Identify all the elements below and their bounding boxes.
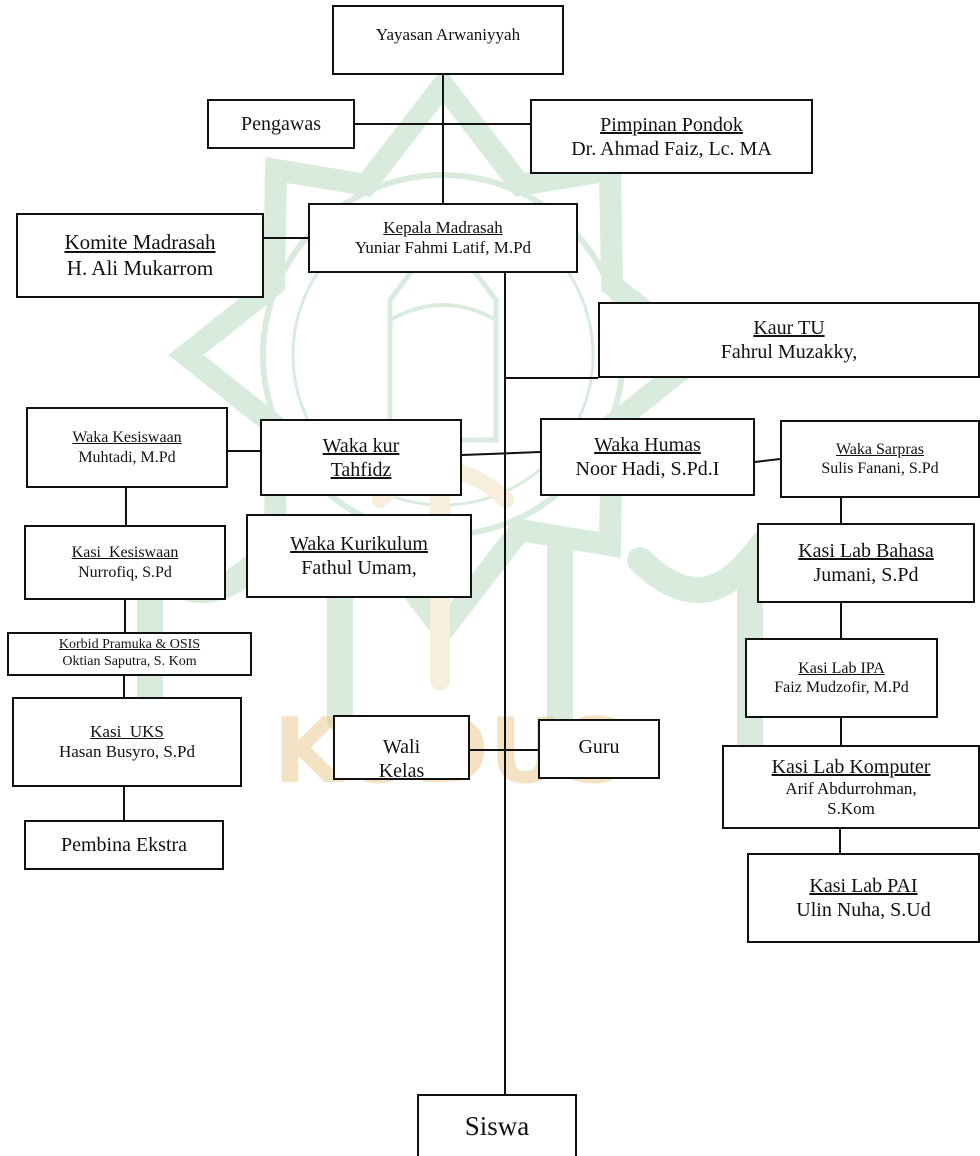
kasi-kesiswaan-name: Nurrofiq, S.Pd [78, 563, 172, 581]
kasi-lab-ipa-title: Kasi Lab IPA [798, 659, 885, 677]
box-siswa: Siswa [417, 1094, 577, 1156]
box-kasi-lab-ipa: Kasi Lab IPA Faiz Mudzofir, M.Pd [745, 638, 938, 718]
box-waka-sarpras: Waka Sarpras Sulis Fanani, S.Pd [780, 420, 980, 498]
pembina-ekstra-title: Pembina Ekstra [60, 834, 188, 856]
kasi-uks-name: Hasan Busyro, S.Pd [58, 742, 195, 761]
kepala-name: Yuniar Fahmi Latif, M.Pd [354, 238, 532, 257]
box-kasi-kesiswaan: Kasi Kesiswaan Nurrofiq, S.Pd [24, 525, 226, 600]
kepala-title: Kepala Madrasah [383, 217, 503, 237]
kasi-lab-komputer-name-cut: S.Kom [827, 799, 875, 819]
guru-title: Guru [578, 736, 620, 758]
kaur-tu-name: Fahrul Muzakky, [720, 341, 858, 363]
box-waka-kur-tahfidz: Waka kur Tahfidz [260, 419, 462, 496]
korbid-title: Korbid Pramuka & OSIS [58, 637, 201, 653]
box-pimpinan-pondok: Pimpinan Pondok Dr. Ahmad Faiz, Lc. MA [530, 99, 813, 174]
waka-kurikulum-title: Waka Kurikulum [290, 533, 428, 555]
waka-humas-title: Waka Humas [594, 434, 701, 456]
box-kasi-lab-pai: Kasi Lab PAI Ulin Nuha, S.Ud [747, 853, 980, 943]
waka-humas-name: Noor Hadi, S.Pd.I [575, 458, 720, 480]
kasi-lab-komputer-title: Kasi Lab Komputer [771, 756, 931, 778]
box-kasi-lab-komputer: Kasi Lab Komputer Arif Abdurrohman, S.Ko… [722, 745, 980, 829]
komite-title: Komite Madrasah [64, 230, 216, 255]
pimpinan-name: Dr. Ahmad Faiz, Lc. MA [571, 137, 772, 160]
siswa-title: Siswa [464, 1110, 530, 1141]
box-pembina-ekstra: Pembina Ekstra [24, 820, 224, 870]
pengawas-title: Pengawas [241, 113, 321, 135]
kasi-lab-komputer-name: Arif Abdurrohman, [785, 779, 917, 798]
waka-kur-tahfidz-title-line2: Tahfidz [330, 458, 392, 481]
box-waka-humas: Waka Humas Noor Hadi, S.Pd.I [540, 418, 755, 496]
waka-kurikulum-name: Fathul Umam, [301, 557, 417, 579]
box-wali-kelas: Wali Kelas [333, 715, 470, 780]
waka-sarpras-title: Waka Sarpras [835, 440, 924, 458]
kasi-lab-ipa-name: Faiz Mudzofir, M.Pd [774, 679, 909, 696]
komite-name: H. Ali Mukarrom [66, 255, 214, 280]
kasi-uks-title: Kasi UKS [90, 721, 164, 741]
box-pengawas: Pengawas [207, 99, 355, 149]
box-waka-kurikulum: Waka Kurikulum Fathul Umam, [246, 514, 472, 598]
korbid-name: Oktian Saputra, S. Kom [62, 654, 197, 669]
waka-kur-tahfidz-title-line1: Waka kur [322, 434, 400, 457]
waka-kesiswaan-name: Muhtadi, M.Pd [78, 448, 176, 466]
box-komite-madrasah: Komite Madrasah H. Ali Mukarrom [16, 213, 264, 298]
box-kasi-lab-bahasa: Kasi Lab Bahasa Jumani, S.Pd [757, 523, 975, 603]
wali-kelas-title-cut: Kelas [378, 760, 425, 780]
kasi-kesiswaan-title: Kasi Kesiswaan [71, 544, 179, 562]
box-kasi-uks: Kasi UKS Hasan Busyro, S.Pd [12, 697, 242, 787]
kasi-lab-pai-name: Ulin Nuha, S.Ud [796, 899, 931, 921]
box-guru: Guru [538, 719, 660, 779]
box-kaur-tu: Kaur TU Fahrul Muzakky, [598, 302, 980, 378]
box-korbid-pramuka-osis: Korbid Pramuka & OSIS Oktian Saputra, S.… [7, 632, 252, 676]
wali-kelas-title: Wali [382, 736, 421, 758]
waka-kesiswaan-title: Waka Kesiswaan [72, 429, 182, 447]
kasi-lab-bahasa-name: Jumani, S.Pd [813, 564, 919, 586]
kasi-lab-bahasa-title: Kasi Lab Bahasa [798, 540, 934, 562]
yayasan-title: Yayasan Arwaniyyah [375, 25, 521, 44]
kasi-lab-pai-title: Kasi Lab PAI [809, 875, 918, 897]
waka-sarpras-name: Sulis Fanani, S.Pd [821, 460, 939, 477]
pimpinan-title: Pimpinan Pondok [600, 113, 743, 136]
box-waka-kesiswaan: Waka Kesiswaan Muhtadi, M.Pd [26, 407, 228, 488]
box-yayasan: Yayasan Arwaniyyah [332, 5, 564, 75]
kaur-tu-title: Kaur TU [753, 317, 825, 339]
box-kepala-madrasah: Kepala Madrasah Yuniar Fahmi Latif, M.Pd [308, 203, 578, 273]
